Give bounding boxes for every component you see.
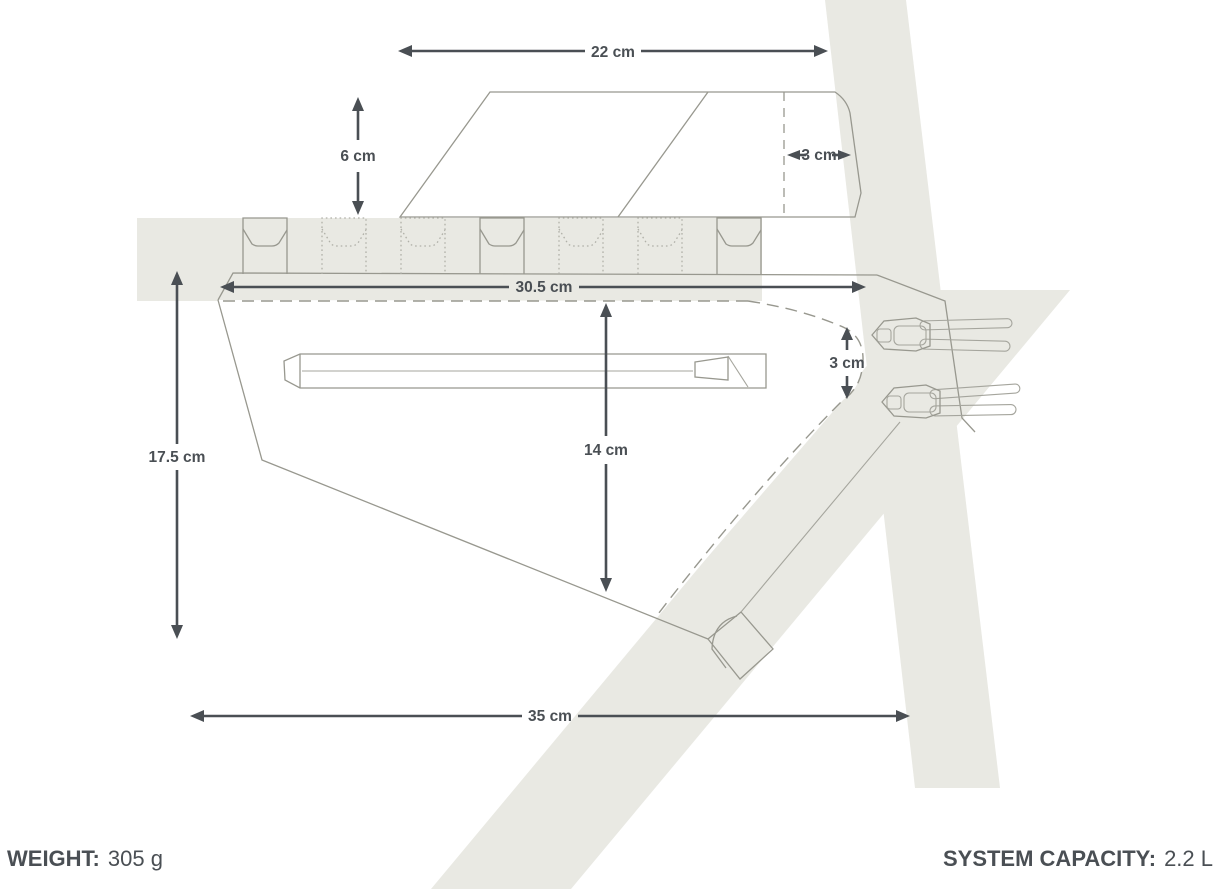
dimension-rear-gap: 3 cm <box>829 327 865 399</box>
bag-rear-nose-dashed <box>654 300 864 619</box>
weight-label: WEIGHT: <box>7 846 100 871</box>
frame-bag-body <box>218 300 864 618</box>
weight-spec: WEIGHT: 305 g <box>7 846 163 872</box>
down-tube <box>431 290 1070 889</box>
dim-label-top-width: 22 cm <box>591 44 635 61</box>
dim-label-bottom-length: 35 cm <box>528 708 572 725</box>
top-tube-straps <box>242 217 762 274</box>
bike-frame <box>137 0 1070 889</box>
top-tube <box>137 218 762 301</box>
strap-dotted <box>558 217 604 274</box>
dim-label-rear-gap: 3 cm <box>829 355 864 372</box>
dimension-top-width: 22 cm <box>398 44 828 61</box>
capacity-label: SYSTEM CAPACITY: <box>942 846 1157 871</box>
dim-label-top-inset: 3 cm <box>801 147 836 164</box>
strap-solid <box>716 217 762 274</box>
dimension-top-height: 6 cm <box>340 97 376 215</box>
dim-label-left-height: 17.5 cm <box>149 449 206 466</box>
top-flap <box>398 91 862 218</box>
capacity-spec: SYSTEM CAPACITY: 2.2 L <box>943 846 1213 872</box>
bottom-corner-tab <box>707 421 901 680</box>
dimension-left-height: 17.5 cm <box>149 271 206 639</box>
zipper-pull <box>694 356 729 381</box>
capacity-value: 2.2 L <box>1164 846 1213 871</box>
zipper-slider-cord <box>727 355 749 388</box>
strap-dotted <box>321 217 367 274</box>
rear-buckle-bottom <box>881 383 1021 419</box>
strap-dotted <box>400 217 446 274</box>
dimension-upper-length: 30.5 cm <box>220 279 866 296</box>
dim-label-top-height: 6 cm <box>340 148 375 165</box>
collar-strip <box>217 272 878 301</box>
bag-rear-edge <box>876 274 976 433</box>
dimension-top-inset: 3 cm <box>787 147 851 164</box>
frame-bag-outline <box>217 274 976 640</box>
dim-label-center-height: 14 cm <box>584 442 628 459</box>
weight-value: 305 g <box>107 846 163 871</box>
rear-buckle-top <box>871 317 1013 352</box>
strap-dotted <box>637 217 683 274</box>
dimension-center-height: 14 cm <box>584 303 628 592</box>
dimension-bottom-length: 35 cm <box>190 708 910 725</box>
zipper <box>283 353 767 389</box>
strap-solid <box>479 217 525 274</box>
down-tube-inner-line <box>740 421 901 613</box>
dim-label-upper-length: 30.5 cm <box>516 279 573 296</box>
flap-fold-line <box>617 91 709 218</box>
strap-solid <box>242 217 288 274</box>
